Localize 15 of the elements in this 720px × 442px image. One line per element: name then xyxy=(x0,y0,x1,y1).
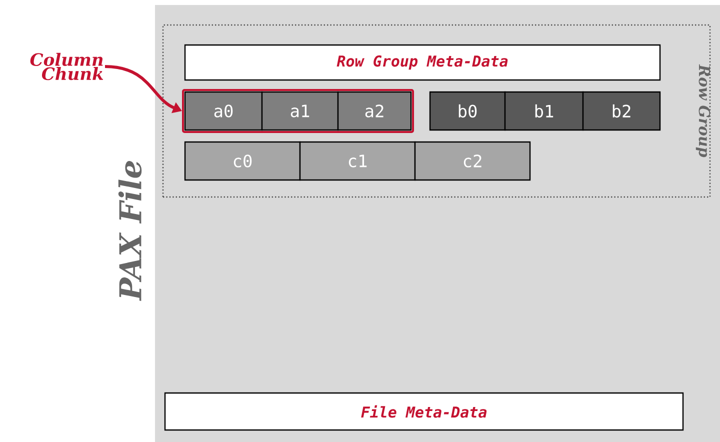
data-cell: a0 xyxy=(184,91,263,131)
meta-data-box: File Meta-Data xyxy=(164,392,684,431)
side-title: PAX File xyxy=(118,161,142,301)
side-label: Row Group xyxy=(696,64,710,158)
data-cell: b0 xyxy=(429,91,506,131)
callout-text: Column Chunk xyxy=(30,52,104,80)
data-cell: b2 xyxy=(582,91,661,131)
data-cell: b1 xyxy=(504,91,584,131)
data-cell: c2 xyxy=(414,141,531,181)
meta-data-box: Row Group Meta-Data xyxy=(184,44,661,81)
data-cell: a2 xyxy=(337,91,412,131)
column-chunk-box xyxy=(182,89,414,133)
data-cell: c1 xyxy=(299,141,416,181)
data-cell: a1 xyxy=(261,91,339,131)
data-cell: c0 xyxy=(184,141,301,181)
